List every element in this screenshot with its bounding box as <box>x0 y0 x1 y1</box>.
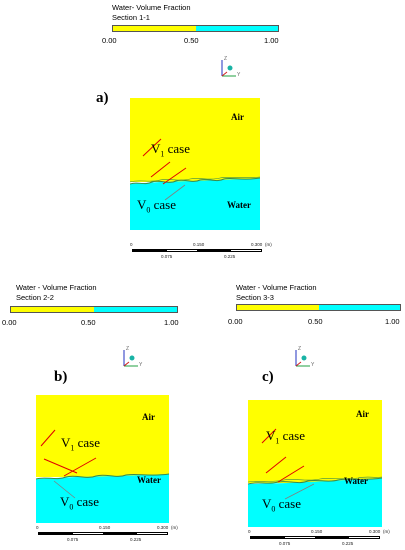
scale-bar: 0 0.150 0.300 (m) 0.075 0.225 <box>36 525 178 542</box>
colorbar-tick: 0.00 <box>228 317 243 326</box>
interface-line <box>36 473 169 480</box>
air-region <box>130 98 260 182</box>
interface-line <box>130 177 260 185</box>
pointer-line <box>277 465 305 483</box>
pointer-line <box>150 161 171 178</box>
section-plot-a: Air Water V1 case V0 case <box>130 98 260 230</box>
water-region <box>130 178 260 230</box>
section-plot-c: Air Water V1 case V0 case <box>248 400 382 527</box>
colorbar-tick: 1.00 <box>385 317 400 326</box>
panel-letter-a: a) <box>96 90 109 106</box>
interface-line-v1 <box>130 176 260 183</box>
axis-z-label: Z <box>224 56 228 62</box>
air-region <box>36 395 169 477</box>
water-label: Water <box>344 476 368 486</box>
section-plot-b: Air Water V1 case V0 case <box>36 395 169 523</box>
legend-section: Section 2-2 <box>16 293 54 302</box>
panel-letter-c: c) <box>262 369 274 385</box>
interface-line-v1 <box>248 476 382 483</box>
colorbar-tick: 0.00 <box>2 318 17 327</box>
water-region <box>248 478 382 527</box>
air-label: Air <box>142 412 155 422</box>
axes-triad-icon <box>295 350 310 367</box>
water-region <box>36 474 169 523</box>
pointer-line <box>40 429 56 447</box>
legend-title: Water- Volume Fraction <box>112 3 191 12</box>
panel-letter-b: b) <box>54 369 68 385</box>
legend-section: Section 1-1 <box>112 13 150 22</box>
colorbar-tick: 0.00 <box>102 36 117 45</box>
colorbar-air-segment <box>113 26 196 31</box>
pointer-line <box>43 458 78 474</box>
air-label: Air <box>231 112 244 122</box>
axis-y-label: Y <box>139 362 143 368</box>
axes-triad: Z Y <box>218 56 242 80</box>
colorbar-air-segment <box>11 307 94 312</box>
pointer-line <box>265 456 287 474</box>
colorbar <box>236 304 401 311</box>
colorbar <box>10 306 178 313</box>
axes-triad: Z Y <box>292 346 316 370</box>
axis-y-label: Y <box>311 362 315 368</box>
colorbar-tick: 1.00 <box>264 36 279 45</box>
leader-line <box>284 483 315 500</box>
v0-case-label: V0 case <box>262 496 302 514</box>
colorbar-tick: 0.50 <box>81 318 96 327</box>
legend-section: Section 3-3 <box>236 293 274 302</box>
legend-title: Water - Volume Fraction <box>236 283 317 292</box>
axes-triad-icon <box>221 60 236 77</box>
v1-case-label: V1 case <box>266 428 306 446</box>
v0-case-label: V0 case <box>60 494 100 512</box>
interface-line <box>248 477 382 485</box>
pointer-line <box>261 428 277 444</box>
pointer-line <box>142 138 162 157</box>
axis-y-label: Y <box>237 72 241 78</box>
v1-case-label: V1 case <box>151 141 191 159</box>
v1-case-label: V1 case <box>61 435 101 453</box>
axis-z-label: Z <box>126 346 130 352</box>
water-label: Water <box>137 475 161 485</box>
scale-bar: 0 0.150 0.300 (m) 0.075 0.225 <box>130 242 272 259</box>
axes-triad-icon <box>123 350 138 367</box>
colorbar <box>112 25 279 32</box>
leader-line <box>164 184 186 201</box>
v0-case-label: V0 case <box>137 197 177 215</box>
colorbar-air-segment <box>237 305 319 310</box>
axis-z-label: Z <box>298 346 302 352</box>
scale-bar: 0 0.150 0.300 (m) 0.075 0.225 <box>248 529 390 546</box>
colorbar-tick: 1.00 <box>164 318 179 327</box>
colorbar-tick: 0.50 <box>184 36 199 45</box>
leader-line <box>53 480 76 499</box>
axes-triad: Z Y <box>120 346 144 370</box>
colorbar-tick: 0.50 <box>308 317 323 326</box>
water-label: Water <box>227 200 251 210</box>
pointer-line <box>63 457 97 477</box>
air-label: Air <box>356 409 369 419</box>
colorbar-water-segment <box>318 305 400 310</box>
pointer-line <box>162 167 187 185</box>
colorbar-water-segment <box>195 26 278 31</box>
legend-title: Water - Volume Fraction <box>16 283 97 292</box>
colorbar-water-segment <box>94 307 177 312</box>
